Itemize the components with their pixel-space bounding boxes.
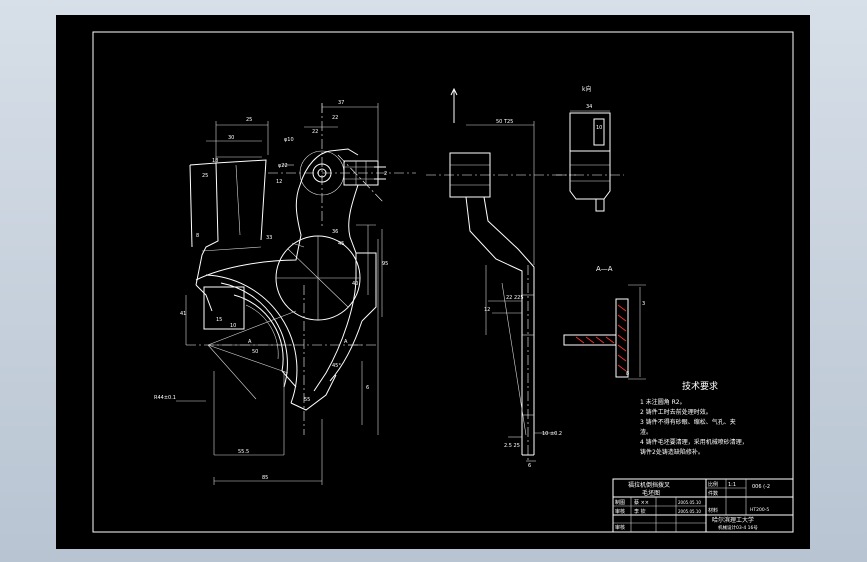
dim-aa-3: 3 bbox=[642, 301, 645, 307]
dim-225: 22 225 bbox=[506, 295, 524, 301]
dim-55: 55 bbox=[304, 397, 310, 403]
dim-10-2: 10 ±0.2 bbox=[542, 431, 562, 437]
main-view: 37 22 22 25 30 18 25 φ10 φ22 12 2 8 33 4… bbox=[154, 100, 416, 485]
dim-50: 50 bbox=[252, 349, 258, 355]
sheet-background bbox=[56, 15, 810, 549]
designer-date: 2005.05.10 bbox=[678, 500, 701, 505]
tech-title: 技术要求 bbox=[682, 380, 718, 392]
cad-drawing: 37 22 22 25 30 18 25 φ10 φ22 12 2 8 33 4… bbox=[56, 15, 810, 549]
qty-label: 件数 bbox=[708, 490, 718, 497]
dim-37: 37 bbox=[338, 100, 344, 106]
dim-34: 34 bbox=[586, 104, 592, 110]
class-info: 机械设计03-4 16号 bbox=[718, 524, 758, 531]
dim-15: 15 bbox=[216, 317, 222, 323]
drawing-sheet: 37 22 22 25 30 18 25 φ10 φ22 12 2 8 33 4… bbox=[56, 15, 810, 549]
dim-aa-8: 8 bbox=[626, 371, 629, 377]
dim-10: 10 bbox=[230, 323, 236, 329]
material-label: 材料 bbox=[708, 507, 718, 514]
tech-line-5: 4 铸件毛坯要清理，采用机械喷砂清理， bbox=[640, 438, 748, 446]
tech-line-4: 渣。 bbox=[640, 428, 652, 436]
dim-22a: 22 bbox=[332, 115, 338, 121]
material-value: HT200-5 bbox=[750, 507, 769, 513]
checker-name: 李 钦 bbox=[634, 508, 646, 515]
school-name: 哈尔滨理工大学 bbox=[712, 516, 754, 524]
dim-25: 25 bbox=[202, 173, 208, 179]
checker-label: 审核 bbox=[615, 508, 625, 515]
side-view: 50 T25 22 225 12 2.5 25 10 ±0.2 6 bbox=[426, 87, 576, 469]
dim-55-5: 55.5 bbox=[238, 449, 249, 455]
k-view-label: k向 bbox=[582, 85, 591, 93]
dim-side-12: 12 bbox=[484, 307, 490, 313]
dim-phi22: φ22 bbox=[278, 163, 288, 169]
dim-8: 8 bbox=[196, 233, 199, 239]
dim-12: 12 bbox=[276, 179, 282, 185]
tech-line-6: 铸件2处铸造缺陷修补。 bbox=[640, 448, 704, 456]
dim-95: 95 bbox=[382, 261, 388, 267]
section-aa: A—A 3 8 bbox=[563, 265, 646, 380]
part-name-line2: 毛坯图 bbox=[642, 489, 660, 497]
tech-line-2: 2 铸件工时去前处理时效。 bbox=[640, 408, 712, 416]
dim-side-6: 6 bbox=[528, 463, 531, 469]
dim-22b: 22 bbox=[312, 129, 318, 135]
drawing-number: 006 (-2 bbox=[752, 484, 770, 490]
checker-date: 2005.05.10 bbox=[678, 509, 701, 514]
dim-18: 18 bbox=[212, 158, 218, 164]
dim-d2: 2 bbox=[384, 171, 387, 177]
dim-r44: R44±0.1 bbox=[154, 395, 176, 401]
part-name-line1: 福拉机倒挡拨叉 bbox=[628, 481, 670, 489]
scale-value: 1:1 bbox=[728, 482, 736, 488]
dim-6: 6 bbox=[366, 385, 369, 391]
dim-45: 45 bbox=[338, 241, 344, 247]
designer-label: 制图 bbox=[615, 499, 625, 506]
approver-label: 审核 bbox=[615, 524, 625, 531]
k-view: k向 34 10 bbox=[556, 85, 624, 212]
cut-label-a-right: A bbox=[344, 339, 348, 345]
technical-requirements: 技术要求 1 未注圆角 R2。 2 铸件工时去前处理时效。 3 铸件不得有砂眼、… bbox=[640, 380, 748, 456]
dim-50-725: 50 T25 bbox=[496, 119, 513, 125]
section-aa-label: A—A bbox=[596, 265, 613, 273]
tech-line-3: 3 铸件不得有砂眼、缩松、气孔、夹 bbox=[640, 418, 736, 426]
dim-2525: 2.5 25 bbox=[504, 443, 520, 449]
dim-k-10: 10 bbox=[596, 125, 602, 131]
dim-45deg: 45° bbox=[332, 363, 341, 369]
dim-33: 33 bbox=[266, 235, 272, 241]
dim-30: 30 bbox=[228, 135, 234, 141]
drawing-border bbox=[92, 31, 794, 533]
dim-d25: 25 bbox=[246, 117, 252, 123]
dim-phi10: φ10 bbox=[284, 137, 294, 143]
designer-name: 蔡 ×× bbox=[634, 499, 649, 506]
tech-line-1: 1 未注圆角 R2。 bbox=[640, 398, 686, 406]
cut-label-a-left: A bbox=[248, 339, 252, 345]
title-block: 福拉机倒挡拨叉 毛坯图 比例 1:1 件数 006 (-2 材料 HT200-5… bbox=[612, 478, 794, 533]
dim-40: 40 bbox=[352, 281, 358, 287]
dim-36: 36 bbox=[332, 229, 338, 235]
dim-41: 41 bbox=[180, 311, 186, 317]
scale-label: 比例 bbox=[708, 481, 718, 488]
dim-85: 85 bbox=[262, 475, 268, 481]
